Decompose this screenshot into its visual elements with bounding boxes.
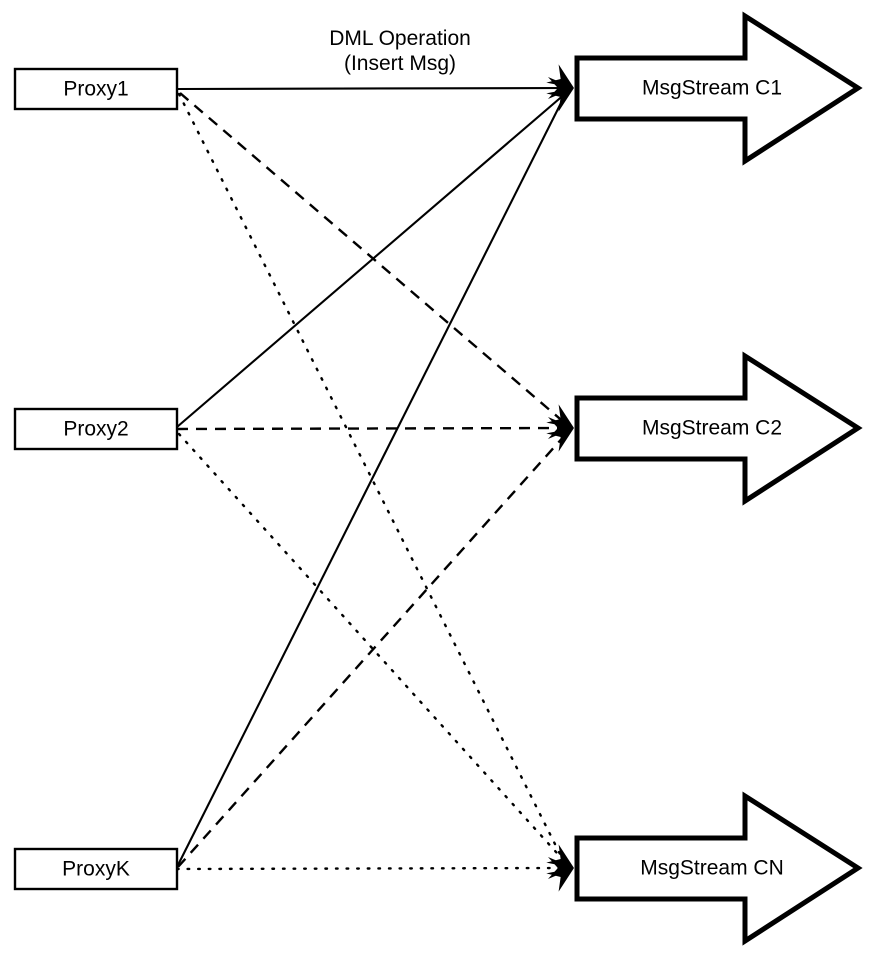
proxy-layer: Proxy1 Proxy2 ProxyK bbox=[13, 67, 179, 891]
node-stream-cn[interactable]: MsgStream CN bbox=[574, 791, 863, 946]
stream-label-cn: MsgStream CN bbox=[640, 857, 784, 880]
stream-layer: MsgStream C1 MsgStream C2 MsgStream CN bbox=[574, 11, 863, 946]
link-proxyk-to-stream-c2[interactable] bbox=[177, 433, 567, 868]
node-proxy2[interactable]: Proxy2 bbox=[13, 407, 179, 451]
arrowhead-stream-cn bbox=[546, 844, 574, 892]
proxy-label-proxyk: ProxyK bbox=[62, 858, 130, 881]
link-proxyk-to-stream-cn[interactable] bbox=[175, 866, 569, 871]
node-stream-c1[interactable]: MsgStream C1 bbox=[574, 11, 863, 166]
arrowhead-stream-c1 bbox=[546, 64, 574, 112]
link-proxy1-to-stream-c1[interactable] bbox=[176, 86, 569, 91]
proxy-box-proxy1 bbox=[13, 67, 179, 111]
stream-label-c2: MsgStream C2 bbox=[642, 417, 782, 440]
proxy-box-proxyk bbox=[13, 847, 179, 891]
proxy-box-proxy2 bbox=[13, 407, 179, 451]
arrowhead-glyph bbox=[546, 428, 574, 452]
stream-arrow-shape-c1 bbox=[574, 11, 863, 166]
link-proxy2-to-stream-c2[interactable] bbox=[176, 426, 568, 431]
link-proxyk-to-stream-c1[interactable] bbox=[176, 94, 566, 868]
node-proxyk[interactable]: ProxyK bbox=[13, 847, 179, 891]
arrowhead-glyph bbox=[546, 868, 574, 892]
edge-caption-dml: DML Operation (Insert Msg) bbox=[329, 27, 471, 75]
stream-label-c1: MsgStream C1 bbox=[642, 77, 782, 100]
stream-arrow-shape-c2 bbox=[574, 351, 863, 506]
arrowhead-glyph bbox=[546, 64, 574, 88]
link-layer bbox=[175, 86, 569, 871]
proxy-label-proxy2: Proxy2 bbox=[63, 418, 128, 441]
arrowhead-stream-c2 bbox=[546, 404, 574, 452]
dml-caption-line1: DML Operation bbox=[329, 27, 471, 50]
node-stream-c2[interactable]: MsgStream C2 bbox=[574, 351, 863, 506]
arrowhead-layer bbox=[546, 64, 574, 892]
arrowhead-glyph bbox=[546, 404, 574, 428]
stream-arrow-shape-cn bbox=[574, 791, 863, 946]
link-proxy2-to-stream-c1[interactable] bbox=[176, 92, 567, 428]
arrowhead-glyph bbox=[546, 88, 574, 112]
link-proxy2-to-stream-cn[interactable] bbox=[177, 432, 567, 864]
node-proxy1[interactable]: Proxy1 bbox=[13, 67, 179, 111]
proxy-label-proxy1: Proxy1 bbox=[63, 78, 128, 101]
arrowhead-glyph bbox=[546, 844, 574, 868]
dml-caption-line2: (Insert Msg) bbox=[344, 52, 456, 75]
